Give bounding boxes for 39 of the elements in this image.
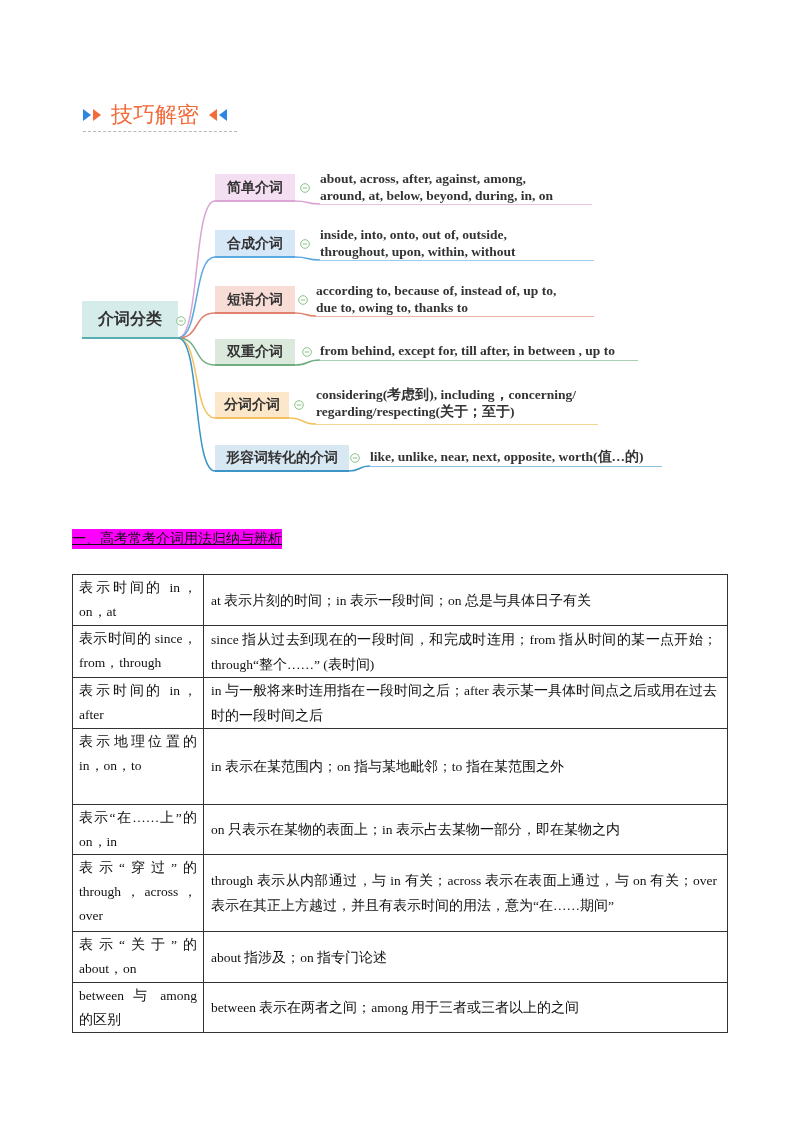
usage-note-cell: since 指从过去到现在的一段时间，和完成时连用；from 指从时间的某一点开始；through“整个……” (表时间) [203,625,728,678]
section-heading: 一、高考常考介词用法归纳与辨析 [72,529,282,549]
preposition-term-cell: between 与 among 的区别 [72,982,204,1033]
usage-note-cell: on 只表示在某物的表面上；in 表示占去某物一部分，即在某物之内 [203,804,728,855]
example-topic: like, unlike, near, next, opposite, worth(值…的) [370,448,662,467]
usage-note-cell: in 与一般将来时连用指在一段时间之后；after 表示某一具体时间点之后或用在过去时的一段时间之后 [203,677,728,729]
preposition-term-cell: 表示“在……上”的 on，in [72,804,204,855]
example-topic: considering(考虑到), including，concerning/ regarding/respecting(关于；至于) [316,386,598,425]
example-topic: from behind, except for, till after, in between , up to [320,342,638,361]
category-topic: 简单介词 [215,174,295,202]
usage-note-cell: in 表示在某范围内；on 指与某地毗邻；to 指在某范围之外 [203,728,728,805]
root-topic: 介词分类 [82,301,178,339]
branch-line [348,465,371,472]
section-title: 技巧解密 [111,101,199,129]
preposition-term-cell: 表示时间的 since，from，through [72,625,204,678]
usage-note-cell: between 表示在两者之间；among 用于三者或三者以上的之间 [203,982,728,1033]
preposition-term-cell: 表示“穿过”的 through，across，over [72,854,204,932]
example-topic: according to, because of, instead of, up to, due to, owing to, thanks to [316,282,594,317]
usage-note-cell: at 表示片刻的时间；in 表示一段时间；on 总是与具体日子有关 [203,574,728,626]
branch-line [177,337,216,366]
category-topic: 形容词转化的介词 [215,445,349,472]
example-topic: inside, into, onto, out of, outside, throughout, upon, within, without [320,226,594,261]
usage-note-cell: about 指涉及；on 指专门论述 [203,931,728,983]
branch-line [288,417,317,425]
preposition-term-cell: 表示时间的 in，on，at [72,574,204,626]
category-topic: 短语介词 [215,286,295,314]
branch-line [294,200,321,205]
category-topic: 分词介词 [215,392,289,419]
usage-note-cell: through 表示从内部通过，与 in 有关；across 表示在表面上通过，与 on 有关；over 表示在其正上方越过，并且有表示时间的用法，意为“在……期间” [203,854,728,932]
branch-line [177,337,216,472]
category-topic: 合成介词 [215,230,295,258]
branch-line [294,312,317,317]
branch-line [177,200,216,339]
branch-line [294,256,321,261]
preposition-term-cell: 表示时间的 in，after [72,677,204,729]
example-topic: about, across, after, against, among, around, at, below, beyond, during, in, on [320,170,592,205]
preposition-term-cell: 表示地理位置的 in，on，to [72,728,204,805]
branch-line [294,359,321,366]
category-topic: 双重介词 [215,339,295,366]
